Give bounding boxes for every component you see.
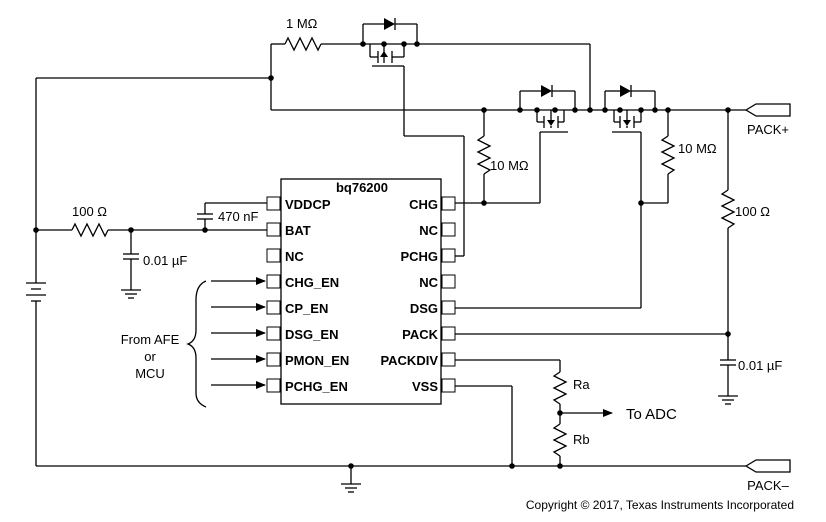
bq76200-chip: bq76200 — [280, 178, 442, 405]
top-precharge-fet — [270, 18, 591, 257]
charge-fet — [455, 85, 576, 206]
c-bat-label: 0.01 µF — [143, 253, 187, 268]
from-mcu-label: MCU — [135, 366, 165, 381]
r-right-label: 10 MΩ — [678, 141, 717, 156]
right-pin-pads — [441, 196, 456, 393]
r-pack-label: 100 Ω — [735, 204, 770, 219]
control-input-arrows — [186, 277, 266, 408]
c-pack-label: 0.01 µF — [738, 358, 782, 373]
pin-cp-en: CP_EN — [285, 301, 328, 316]
pin-packdiv: PACKDIV — [380, 353, 438, 368]
to-adc-label: To ADC — [626, 406, 677, 423]
pack-plus-label: PACK+ — [747, 122, 789, 137]
pack-filter-network — [455, 110, 738, 405]
pin-pmon-en: PMON_EN — [285, 353, 349, 368]
rb-label: Rb — [573, 432, 590, 447]
from-afe-label: From AFE — [121, 332, 180, 347]
pin-vddcp: VDDCP — [285, 197, 331, 212]
chip-name: bq76200 — [336, 180, 388, 195]
main-power-bus — [270, 78, 746, 113]
battery-left-rail — [26, 75, 274, 466]
r-mid-label: 10 MΩ — [490, 158, 529, 173]
pack-minus-label: PACK– — [747, 478, 789, 493]
pin-dsg: DSG — [410, 301, 438, 316]
ground-rail — [36, 385, 791, 493]
from-afe-or-label: or — [144, 349, 156, 364]
r-top-label: 1 MΩ — [286, 16, 318, 31]
c-vddcp-label: 470 nF — [218, 209, 259, 224]
pack-plus-terminal — [744, 103, 791, 117]
discharge-fet — [455, 85, 676, 309]
input-resistor-network — [36, 202, 267, 299]
pin-nc-left: NC — [285, 249, 304, 264]
right-pin-labels: CHG NC PCHG NC DSG PACK PACKDIV VSS — [380, 197, 438, 394]
pin-pchg: PCHG — [400, 249, 438, 264]
pin-chg-en: CHG_EN — [285, 275, 339, 290]
pin-bat: BAT — [285, 223, 311, 238]
ra-label: Ra — [573, 377, 590, 392]
pin-pack: PACK — [402, 327, 438, 342]
pin-dsg-en: DSG_EN — [285, 327, 338, 342]
copyright-text: Copyright © 2017, Texas Instruments Inco… — [526, 498, 794, 512]
left-pin-labels: VDDCP BAT NC CHG_EN CP_EN DSG_EN PMON_EN… — [285, 197, 349, 394]
pin-pchg-en: PCHG_EN — [285, 379, 348, 394]
packdiv-divider — [455, 359, 613, 466]
pin-nc-right-1: NC — [419, 223, 438, 238]
r-in-label: 100 Ω — [72, 204, 107, 219]
left-pin-pads — [266, 196, 281, 393]
pin-vss: VSS — [412, 379, 438, 394]
pin-nc-right-2: NC — [419, 275, 438, 290]
pin-chg: CHG — [409, 197, 438, 212]
